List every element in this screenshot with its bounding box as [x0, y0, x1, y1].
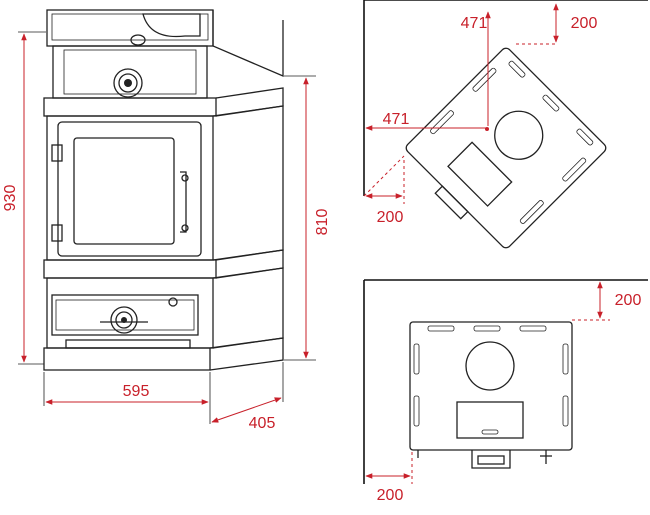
dim-200-back-label: 200 — [615, 292, 642, 309]
door-handle-knob-bottom — [181, 224, 189, 232]
upper-air-control — [113, 68, 143, 98]
ash-drawer-inner — [55, 299, 195, 331]
lower-air-control — [100, 306, 148, 334]
upper-panel — [52, 45, 208, 99]
ash-drawer — [51, 294, 199, 336]
cooktop-opening — [142, 13, 201, 38]
stove-top-rotated — [405, 47, 607, 249]
dimension-width: 595 — [43, 372, 211, 424]
dim-471-horizontal-label: 471 — [383, 111, 410, 128]
corner-diagonal-guide — [363, 155, 405, 197]
stove-front-view — [43, 9, 284, 371]
dim-595-label: 595 — [123, 383, 150, 400]
cooktop-plate — [46, 9, 214, 47]
upper-band-side — [215, 87, 284, 117]
door-hinge-bottom — [51, 224, 63, 242]
upper-band — [43, 97, 217, 117]
ash-section-side — [212, 267, 284, 349]
dimension-depth: 405 — [211, 362, 284, 432]
dim-471-vertical-label: 471 — [461, 15, 488, 32]
upper-panel-inner — [63, 49, 197, 95]
cooktop-inner — [51, 13, 209, 41]
top-side-plane — [212, 10, 284, 77]
door-hinge-top — [51, 144, 63, 162]
door-handle — [180, 171, 187, 233]
dim-405-label: 405 — [249, 415, 276, 432]
cooktop-knob — [130, 34, 146, 46]
drawer-knob — [168, 297, 178, 307]
dim-200-left-label: 200 — [377, 209, 404, 226]
ash-section — [46, 277, 214, 349]
dim-200-side-label: 200 — [377, 487, 404, 504]
base-side — [209, 337, 284, 371]
door-handle-knob-top — [181, 174, 189, 182]
door-glass — [73, 137, 175, 245]
corner-installation-view: 471 471 200 200 — [363, 0, 648, 249]
stove-top-plan — [409, 321, 573, 469]
dimension-height-total: 930 — [2, 31, 46, 365]
dim-930-label: 930 — [2, 185, 19, 212]
dim-200-top-label: 200 — [571, 15, 598, 32]
fire-door — [57, 121, 202, 257]
wall-installation-view: 200 200 — [363, 279, 648, 504]
main-body-side — [212, 105, 284, 261]
drawer-handle-plan — [471, 450, 511, 469]
dim-810-label: 810 — [314, 209, 331, 236]
base — [43, 347, 211, 371]
dimension-height-body: 810 — [284, 75, 331, 361]
lower-band — [43, 259, 217, 279]
plinth-slot — [65, 339, 191, 349]
